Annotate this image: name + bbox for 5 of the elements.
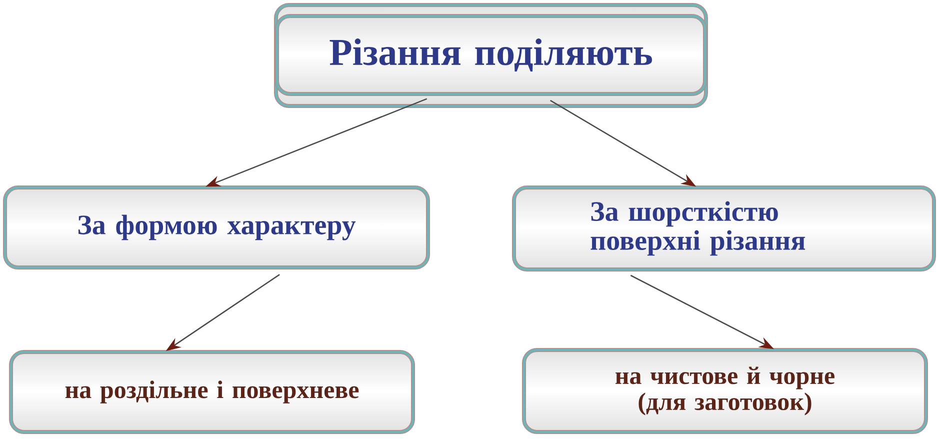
result-box: на чистове й чорне (для заготовок) (522, 348, 928, 434)
result-box: на роздільне і поверхневе (9, 350, 415, 434)
category-box: За шорсткістю поверхні різання (512, 186, 936, 272)
title-box: Різання поділяють (274, 3, 708, 108)
category-box: За формою характеру (3, 186, 430, 270)
